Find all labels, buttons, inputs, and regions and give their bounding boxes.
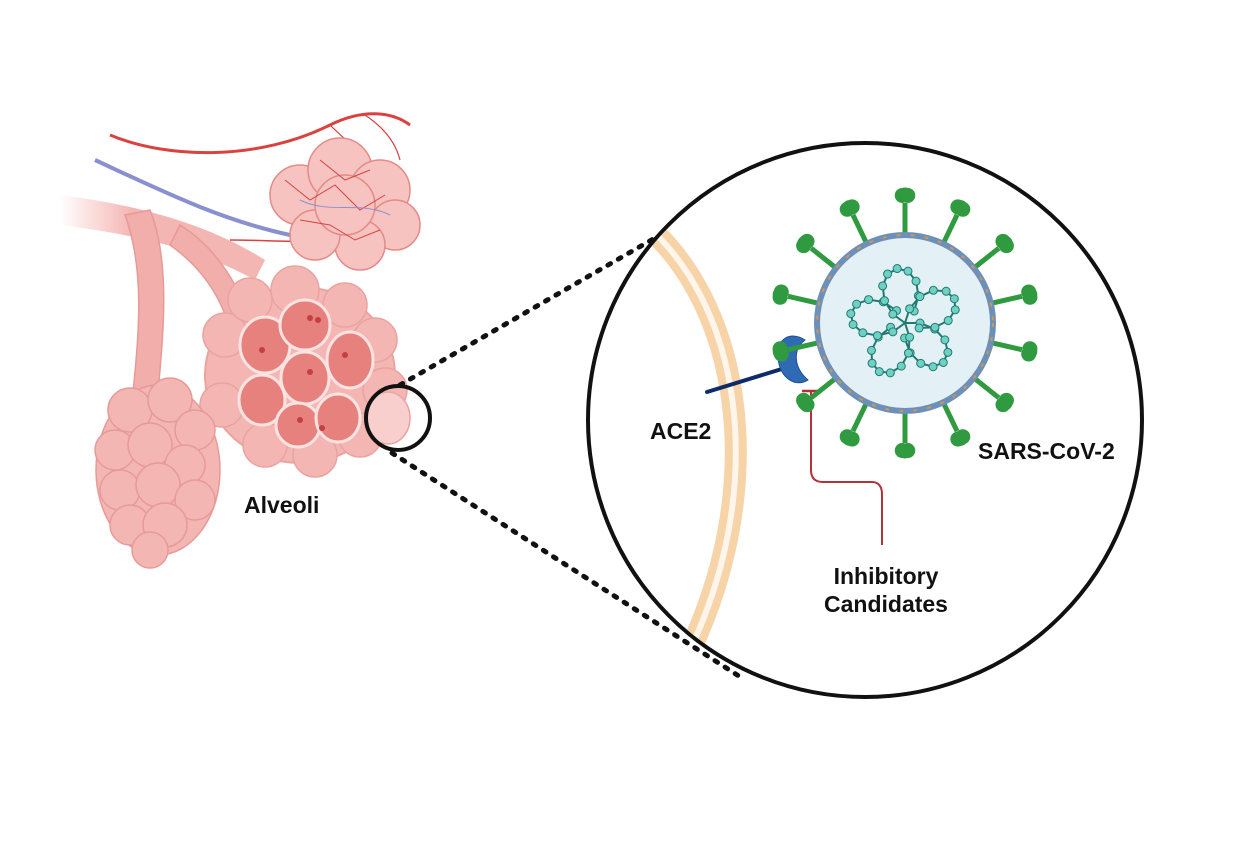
sars-cov-2-virion — [772, 187, 1038, 459]
label-ace2: ACE2 — [650, 418, 712, 444]
spike-protein — [894, 411, 916, 459]
rna-nucleotide — [852, 299, 862, 309]
rna-loop — [849, 298, 906, 337]
rna-nucleotide — [911, 276, 921, 286]
rna-nucleotide — [883, 269, 893, 279]
rna-nucleotide — [941, 286, 951, 296]
capillary-alveolus — [269, 137, 421, 271]
rna-nucleotide — [914, 323, 924, 333]
rna-nucleotide — [943, 347, 953, 357]
rna-nucleotide — [903, 266, 913, 276]
connector-bottom — [389, 450, 748, 683]
rna-nucleotide — [949, 294, 959, 304]
rna-nucleotide — [905, 332, 915, 342]
rna-nucleotide — [950, 305, 960, 315]
rna-nucleotide — [903, 348, 913, 358]
spike-protein — [990, 284, 1038, 306]
rna-nucleotide — [885, 368, 895, 378]
spike-protein — [940, 401, 971, 447]
spike-protein — [796, 375, 838, 413]
spike-protein — [990, 340, 1038, 362]
spike-protein — [972, 233, 1014, 271]
rna-loop — [881, 267, 920, 324]
label-sars-cov-2: SARS-CoV-2 — [978, 438, 1115, 464]
rna-nucleotide — [928, 362, 938, 372]
rna-loop — [903, 322, 949, 368]
alveolar-cluster-lower — [94, 377, 221, 569]
rna-nucleotide — [943, 316, 953, 326]
spike-protein — [772, 340, 820, 362]
connector-top — [397, 209, 703, 388]
viral-rna — [846, 264, 960, 378]
spike-protein — [940, 199, 971, 245]
rna-nucleotide — [930, 322, 940, 332]
rna-nucleotide — [848, 319, 858, 329]
rna-nucleotide — [888, 309, 898, 319]
rna-nucleotide — [878, 281, 888, 291]
spike-proteins — [772, 187, 1038, 459]
spike-protein — [894, 187, 916, 235]
rna-nucleotide — [905, 304, 915, 314]
rna-nucleotide — [864, 295, 874, 305]
rna-nucleotide — [915, 292, 925, 302]
spike-protein — [839, 401, 870, 447]
rna-nucleotide — [928, 285, 938, 295]
rna-nucleotide — [867, 358, 877, 368]
alveolar-sac — [199, 265, 411, 478]
rna-loop — [870, 322, 911, 374]
spike-protein — [972, 375, 1014, 413]
rna-nucleotide — [866, 345, 876, 355]
rna-nucleotide — [938, 357, 948, 367]
rna-loop — [904, 289, 957, 329]
rna-nucleotide — [892, 264, 902, 274]
rna-nucleotide — [888, 327, 898, 337]
label-inhibitory-candidates: Inhibitory Candidates — [806, 563, 966, 618]
label-alveoli: Alveoli — [244, 492, 320, 518]
rna-nucleotide — [872, 331, 882, 341]
label-candidates: Candidates — [824, 590, 948, 617]
rna-nucleotide — [846, 309, 856, 319]
spike-protein — [796, 233, 838, 271]
rna-nucleotide — [880, 296, 890, 306]
zoom-indicator — [364, 209, 748, 683]
rna-nucleotide — [858, 328, 868, 338]
spike-protein — [772, 284, 820, 306]
rna-nucleotide — [940, 335, 950, 345]
label-inhibitory: Inhibitory — [833, 563, 939, 589]
rna-nucleotide — [874, 367, 884, 377]
rna-nucleotide — [916, 358, 926, 368]
rna-nucleotide — [896, 361, 906, 371]
spike-protein — [839, 199, 870, 245]
